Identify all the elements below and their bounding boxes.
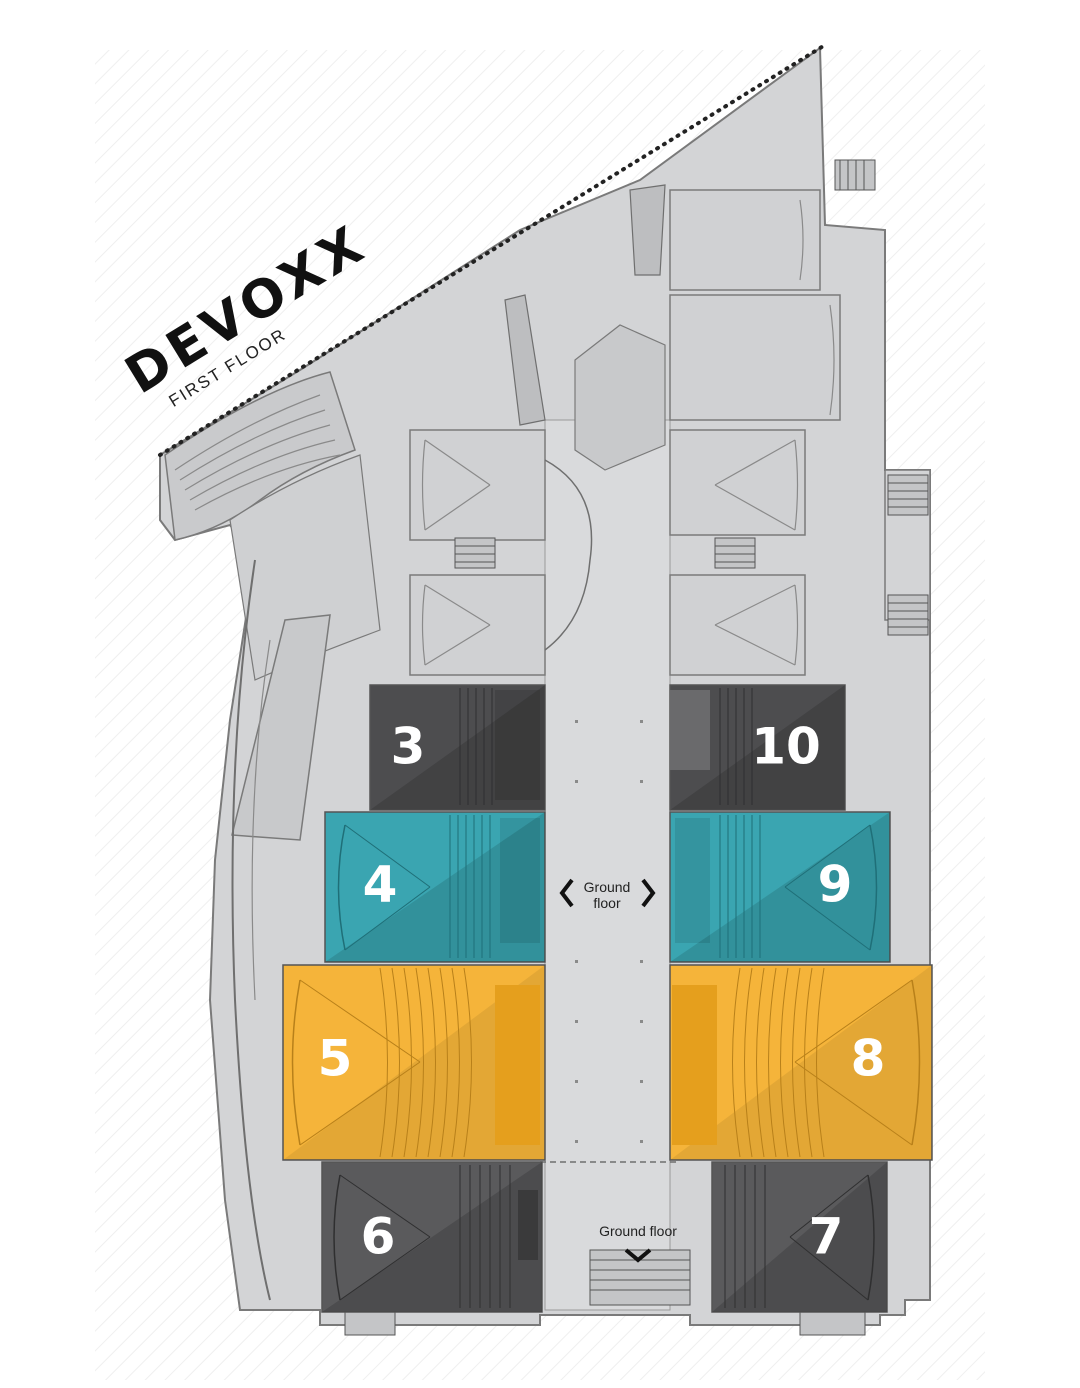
ground-floor-sign-bottom[interactable]: Ground floor [599,1223,677,1263]
room-6-label: 6 [361,1208,396,1266]
stairs-right-mid [887,474,929,636]
room-4-label: 4 [363,856,398,914]
room-10[interactable]: 10 [669,684,846,811]
ground-floor-bottom-label: Ground floor [599,1223,677,1239]
room-7[interactable]: 7 [711,1161,888,1313]
room-10-label: 10 [751,718,821,776]
room-3[interactable]: 3 [369,684,546,811]
ground-floor-mid-line1: Ground [584,879,631,895]
room-5-label: 5 [318,1030,353,1088]
room-7-label: 7 [809,1208,844,1266]
boundary-dotted-line [158,43,827,457]
stairs-bottom [344,1249,866,1336]
room-9[interactable]: 9 [669,811,891,963]
rooms: 3 10 4 [282,684,933,1313]
room-3-label: 3 [391,718,426,776]
ground-floor-mid-line2: floor [593,895,621,911]
corridor-columns [575,720,643,1143]
room-8-label: 8 [851,1030,886,1088]
stairs-right-top [834,159,876,191]
stairs-center [454,537,756,569]
ground-floor-sign-mid[interactable]: Ground floor [559,878,656,911]
room-9-label: 9 [818,856,853,914]
room-8[interactable]: 8 [669,964,933,1161]
room-6[interactable]: 6 [321,1161,543,1313]
room-5[interactable]: 5 [282,964,546,1161]
room-4[interactable]: 4 [324,811,546,963]
